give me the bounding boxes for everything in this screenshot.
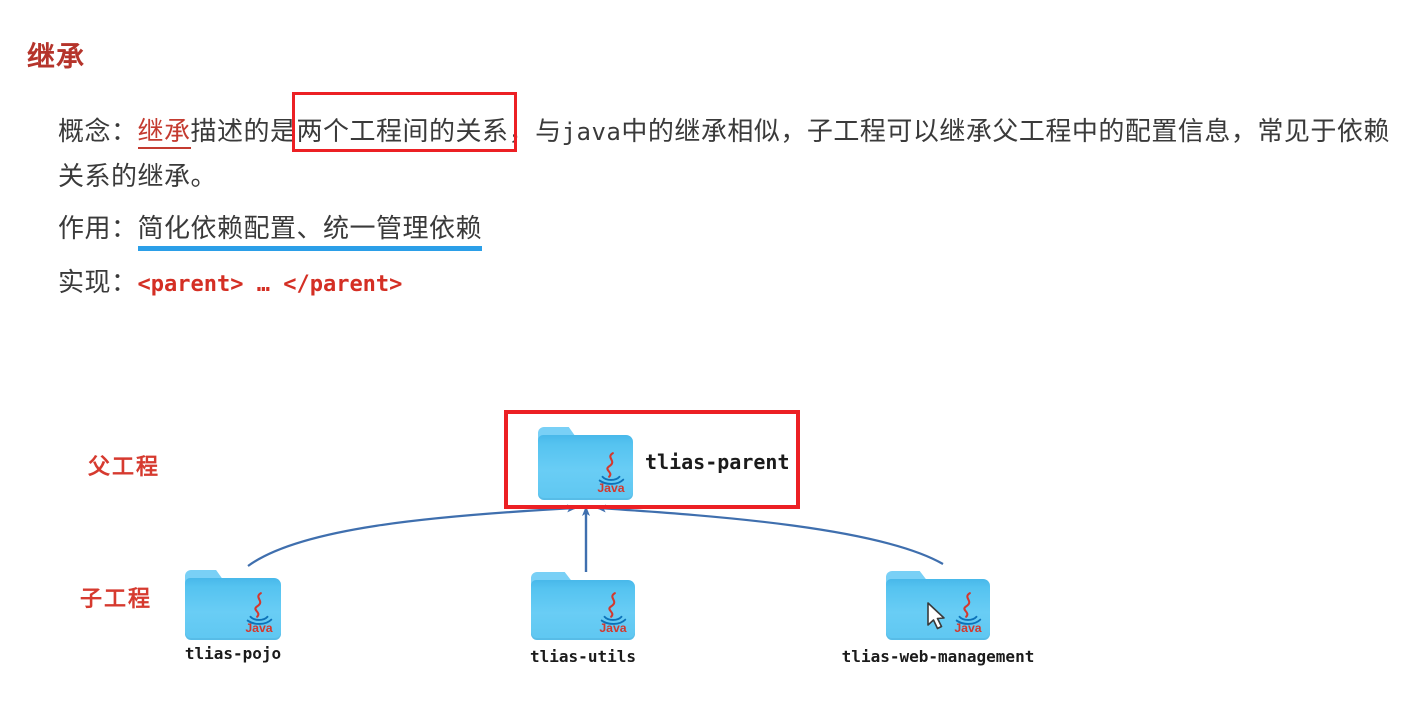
- parent-row-label: 父工程: [88, 454, 161, 479]
- java-logo-icon: Java: [597, 452, 625, 495]
- label-tlias-parent: tlias-parent: [645, 450, 790, 474]
- bullet-purpose: 作用：简化依赖配置、统一管理依赖: [33, 206, 1393, 251]
- bullet-impl-text: 实现：<parent> … </parent>: [58, 260, 402, 307]
- bullet-impl: 实现：<parent> … </parent>: [33, 260, 1393, 307]
- arrow-web-to-parent: [596, 504, 944, 565]
- label-tlias-pojo: tlias-pojo: [184, 644, 282, 663]
- impl-code-snippet: <parent> … </parent>: [137, 272, 403, 297]
- svg-text:Java: Java: [954, 621, 981, 635]
- concept-label: 概念：: [58, 116, 138, 146]
- label-tlias-web-management: tlias-web-management: [841, 647, 1035, 666]
- java-logo-icon: Java: [954, 592, 982, 635]
- concept-line-2: 关系的继承。: [58, 161, 218, 191]
- java-logo-icon: Java: [245, 592, 273, 635]
- concept-code-word: java: [561, 118, 622, 146]
- arrow-pojo-to-parent: [247, 504, 577, 567]
- concept-rest-post: 中的继承相似，子工程可以继承父工程中的配置信息，常见于依赖: [621, 116, 1390, 146]
- folder-body: [531, 580, 635, 640]
- concept-line-1: 概念：继承描述的是两个工程间的关系，与java中的继承相似，子工程可以继承父工程…: [58, 109, 1390, 154]
- folder-tlias-pojo: Java: [185, 570, 281, 640]
- folder-tlias-utils: Java: [531, 572, 635, 640]
- concept-rest-pre: ，与: [508, 116, 562, 146]
- bullet-purpose-text: 作用：简化依赖配置、统一管理依赖: [58, 206, 483, 251]
- svg-text:Java: Java: [245, 621, 272, 635]
- folder-body: [538, 435, 633, 500]
- folder-tlias-parent: Java: [538, 427, 633, 500]
- bullet-concept: 概念：继承描述的是两个工程间的关系，与java中的继承相似，子工程可以继承父工程…: [33, 109, 1393, 198]
- concept-term-highlight: 继承: [137, 116, 191, 149]
- concept-after-term: 描述的是: [190, 116, 297, 146]
- parent-highlight-box: [504, 410, 800, 509]
- folder-body: [886, 579, 990, 640]
- svg-text:Java: Java: [597, 481, 624, 495]
- folder-body: [185, 578, 281, 640]
- folder-tlias-web-management: Java: [886, 571, 990, 640]
- bullet-list: 概念：继承描述的是两个工程间的关系，与java中的继承相似，子工程可以继承父工程…: [33, 109, 1393, 307]
- page-title: 继承: [27, 40, 86, 72]
- concept-boxed-phrase: 两个工程间的关系: [296, 116, 509, 146]
- impl-label: 实现：: [58, 267, 138, 297]
- mouse-pointer-icon: [927, 602, 945, 630]
- purpose-label: 作用：: [58, 213, 138, 243]
- bullet-concept-text: 概念：继承描述的是两个工程间的关系，与java中的继承相似，子工程可以继承父工程…: [58, 109, 1390, 198]
- java-logo-icon: Java: [599, 592, 627, 635]
- svg-text:Java: Java: [599, 621, 626, 635]
- purpose-underlined-phrase: 简化依赖配置、统一管理依赖: [137, 213, 483, 251]
- children-row-label: 子工程: [80, 586, 153, 611]
- label-tlias-utils: tlias-utils: [530, 647, 636, 666]
